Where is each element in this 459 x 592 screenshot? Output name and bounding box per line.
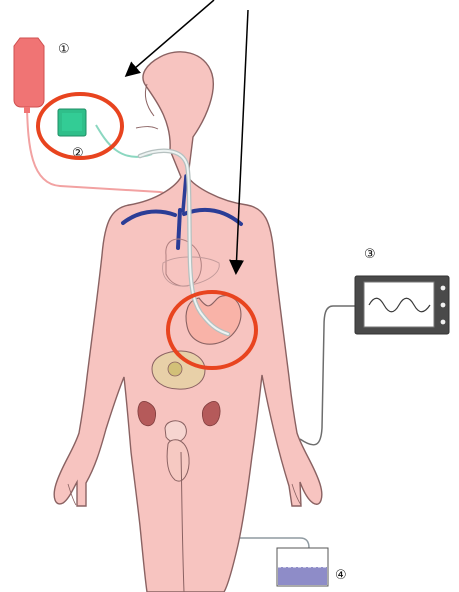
infusion-pump xyxy=(58,109,86,136)
intestine-core xyxy=(168,362,182,376)
monitor-cable xyxy=(300,306,355,445)
urine-bag-label: ④ xyxy=(335,568,347,583)
bladder xyxy=(165,421,186,442)
iv-bag xyxy=(14,38,44,113)
genital-outline xyxy=(167,440,189,481)
human-body xyxy=(54,52,322,592)
iv-bag-label: ① xyxy=(58,42,70,57)
urine-collection-bag xyxy=(277,548,328,586)
mouth-line xyxy=(136,127,158,129)
vena-cava xyxy=(178,210,180,248)
monitor-label: ③ xyxy=(364,247,376,262)
patient-monitor xyxy=(355,276,449,334)
iv-bag-outlet xyxy=(24,107,30,113)
